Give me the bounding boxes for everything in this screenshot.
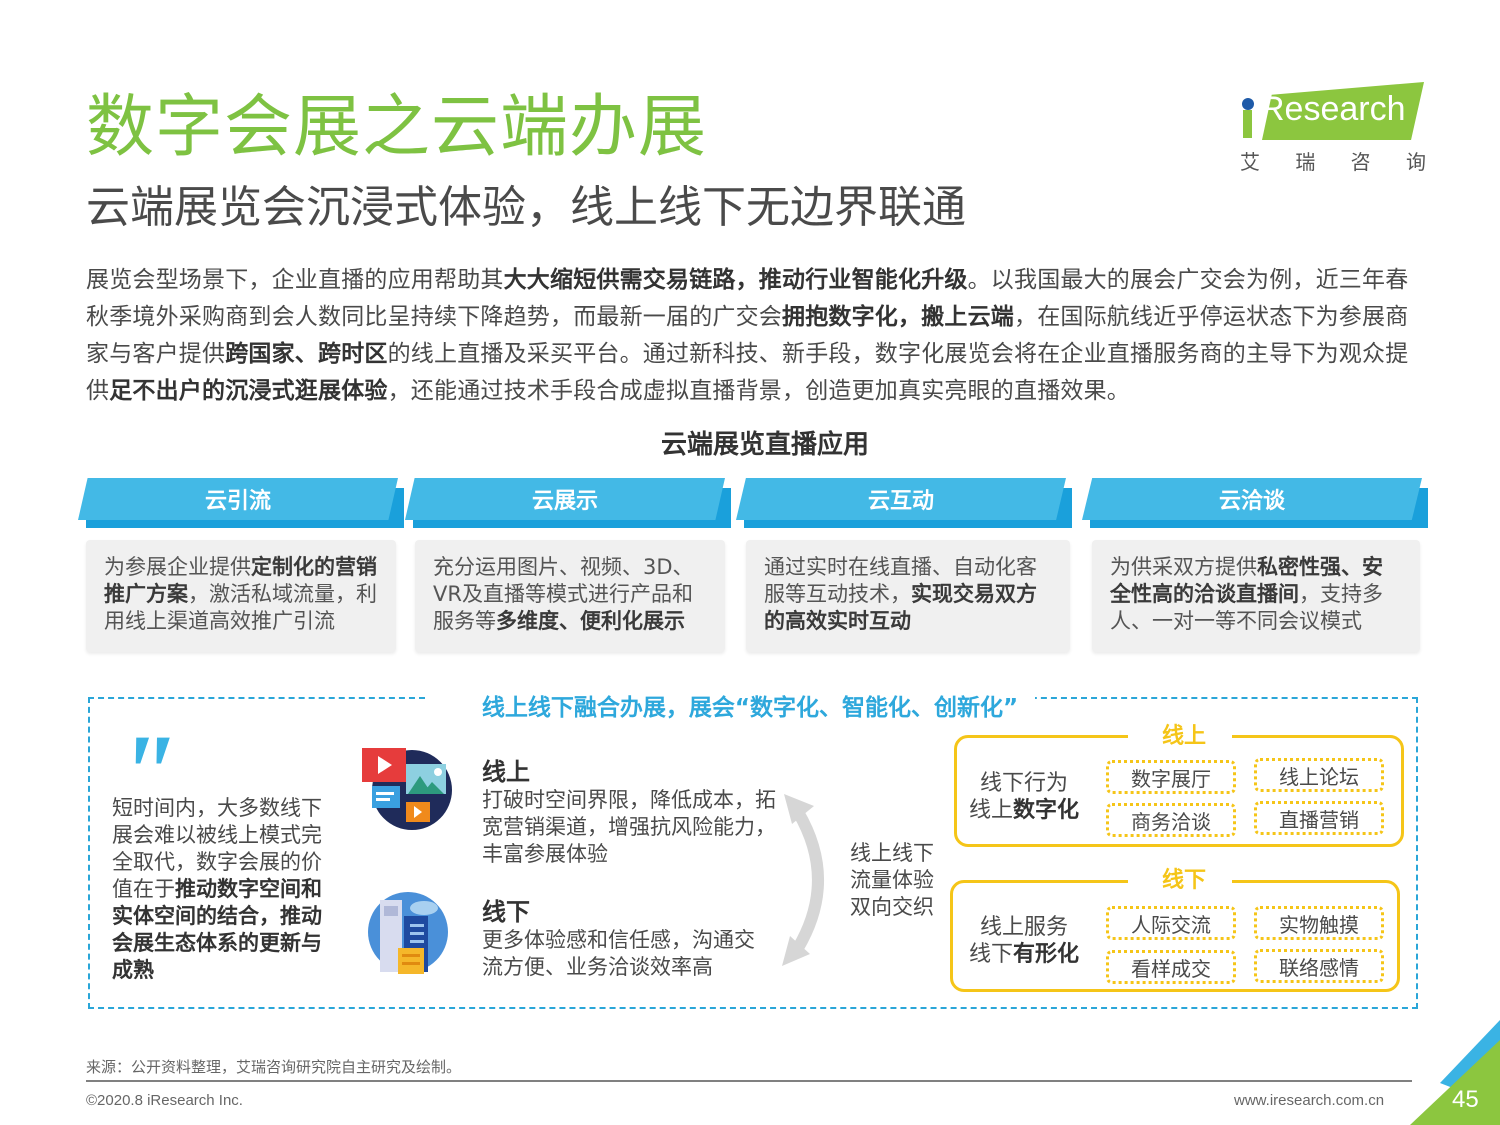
card-title: 云引流	[204, 489, 271, 514]
fusion-title: 线上线下融合办展，展会“数字化、智能化、创新化”	[481, 695, 1019, 721]
body-text: 的线上直播及采买平台。通过新科技、新手段，数字化展览会将在企业直播服务商的主导下…	[86, 341, 1409, 404]
body-text: ，还能通过技术手段合成虚拟直播背景，创造更加真实亮眼的直播效果。	[387, 378, 1131, 404]
card-banner: 云洽谈	[1082, 478, 1428, 528]
logo-brand-text: Research	[1260, 90, 1406, 128]
card-banner: 云展示	[405, 478, 731, 528]
section-title: 云端展览直播应用	[660, 430, 869, 460]
body-text: 展览会型场景下，企业直播的应用帮助其	[86, 267, 504, 293]
quote-mark-icon: "	[116, 712, 178, 834]
group-label-mask	[1128, 864, 1232, 894]
card-cloud-display: 云展示 充分运用图片、视频、3D、VR及直播等模式进行产品和服务等多维度、便利化…	[405, 478, 731, 652]
tag-relationship: 联络感情	[1254, 949, 1384, 983]
emphasis-text: 拥抱数字化，搬上云端	[782, 304, 1014, 330]
tag-digital-hall: 数字展厅	[1106, 760, 1236, 794]
page-title: 数字会展之云端办展	[86, 88, 708, 167]
page-subtitle: 云端展览会沉浸式体验，线上线下无边界联通	[86, 182, 966, 233]
group-desc-line: 线上数字化	[964, 797, 1084, 824]
arrow-label-line: 双向交织	[850, 895, 934, 919]
arrow-label-line: 线上线下	[850, 841, 934, 865]
emphasis-text: 多维度、便利化展示	[496, 609, 685, 633]
body-text: ，在国际航线近乎停运状态下为参展商家与客户提供	[86, 304, 1409, 367]
tag-sample-deal: 看样成交	[1106, 950, 1236, 984]
group-desc-plain: 线下	[968, 942, 1013, 967]
emphasis-text: 私密性强、安全性高的洽谈直播间	[1110, 555, 1383, 606]
logo-i-stem-icon	[1243, 110, 1252, 138]
card-cloud-interaction: 云互动 通过实时在线直播、自动化客服等互动技术，实现交易双方的高效实时互动	[736, 478, 1072, 652]
logo-cn-char: 询	[1405, 150, 1426, 174]
group-desc-plain: 线上	[968, 798, 1013, 823]
intro-paragraph: 展览会型场景下，企业直播的应用帮助其大大缩短供需交易链路，推动行业智能化升级。以…	[86, 262, 1431, 410]
iresearch-logo: Research 艾 瑞 咨 询	[1238, 80, 1428, 180]
online-title: 线上	[482, 758, 530, 786]
card-body: 为参展企业提供定制化的营销推广方案，激活私域流量，利用线上渠道高效推广引流	[86, 540, 396, 652]
offline-title: 线下	[482, 898, 530, 926]
emphasis-text: 足不出户的沉浸式逛展体验	[109, 378, 388, 404]
quote-text: 短时间内，大多数线下展会难以被线上模式完全取代，数字会展的价值在于推动数字空间和…	[112, 795, 327, 984]
online-group-desc: 线下行为 线上数字化	[964, 770, 1084, 824]
body-text: 为参展企业提供	[104, 555, 251, 579]
body-text: 为供采双方提供	[1110, 555, 1257, 579]
tag-physical-touch: 实物触摸	[1254, 906, 1384, 940]
body-text: 通过实时在线直播、自动化客服等互动技术，	[764, 555, 1037, 606]
emphasis-text: 推动数字空间和实体空间的结合，推动会展生态体系的更新与成熟	[112, 877, 322, 982]
card-body: 充分运用图片、视频、3D、VR及直播等模式进行产品和服务等多维度、便利化展示	[415, 540, 725, 652]
logo-cn-char: 瑞	[1295, 150, 1316, 174]
card-title: 云展示	[531, 489, 598, 514]
source-note: 来源：公开资料整理，艾瑞咨询研究院自主研究及绘制。	[86, 1058, 462, 1076]
arrow-label-line: 流量体验	[850, 868, 934, 892]
media-content-icon	[362, 748, 452, 830]
tag-live-marketing: 直播营销	[1254, 801, 1384, 835]
body-text: 。以我国最大的展会广交会为例，近三年春秋季境外采购商到会人数同比呈持续下降趋势，…	[86, 267, 1409, 330]
card-title: 云洽谈	[1218, 489, 1285, 514]
logo-cn-char: 艾	[1240, 150, 1260, 174]
body-text: 充分运用图片、视频、3D、VR及直播等模式进行产品和服务等	[433, 555, 694, 633]
arrow-label: 线上线下 流量体验 双向交织	[850, 840, 934, 921]
fusion-title-mask	[425, 688, 1035, 714]
offline-group-label: 线下	[1162, 868, 1207, 893]
page-number: 45	[1452, 1086, 1479, 1113]
card-body: 为供采双方提供私密性强、安全性高的洽谈直播间，支持多人、一对一等不同会议模式	[1092, 540, 1420, 652]
group-desc-line: 线下行为	[979, 771, 1068, 796]
offline-group-desc: 线上服务 线下有形化	[964, 914, 1084, 968]
group-desc-bold: 有形化	[1013, 942, 1080, 967]
footer-divider	[86, 1080, 1412, 1082]
tag-business-talk: 商务洽谈	[1106, 803, 1236, 837]
city-buildings-icon	[368, 892, 448, 974]
logo-cn-char: 咨	[1350, 150, 1371, 174]
tag-online-forum: 线上论坛	[1254, 758, 1384, 792]
emphasis-text: 定制化的营销推广方案	[104, 555, 377, 606]
emphasis-text: 大大缩短供需交易链路，推动行业智能化升级	[503, 267, 968, 293]
website-link[interactable]: www.iresearch.com.cn	[1234, 1092, 1385, 1109]
logo-cn-text: 艾 瑞 咨 询	[1240, 146, 1426, 175]
logo-i-dot-icon	[1242, 98, 1254, 110]
group-desc-line: 线上服务	[979, 915, 1068, 940]
card-title: 云互动	[867, 489, 934, 514]
group-label-mask	[1128, 720, 1232, 750]
group-desc-bold: 数字化	[1013, 798, 1080, 823]
emphasis-text: 实现交易双方的高效实时互动	[764, 582, 1037, 633]
card-cloud-negotiation: 云洽谈 为供采双方提供私密性强、安全性高的洽谈直播间，支持多人、一对一等不同会议…	[1082, 478, 1428, 652]
card-banner: 云互动	[736, 478, 1072, 528]
online-text: 打破时空间界限，降低成本，拓宽营销渠道，增强抗风险能力，丰富参展体验	[482, 788, 776, 866]
body-text: ，激活私域流量，利用线上渠道高效推广引流	[104, 582, 377, 633]
card-banner: 云引流	[78, 478, 404, 528]
offline-text: 更多体验感和信任感，沟通交流方便、业务洽谈效率高	[482, 928, 755, 979]
card-cloud-traffic: 云引流 为参展企业提供定制化的营销推广方案，激活私域流量，利用线上渠道高效推广引…	[78, 478, 404, 652]
copyright: ©2020.8 iResearch Inc.	[86, 1092, 243, 1109]
body-text: 短时间内，大多数线下展会难以被线上模式完全取代，数字会展的价值在于	[112, 796, 322, 901]
group-desc-line: 线下有形化	[964, 941, 1084, 968]
body-text: ，支持多人、一对一等不同会议模式	[1110, 582, 1383, 633]
card-body: 通过实时在线直播、自动化客服等互动技术，实现交易双方的高效实时互动	[746, 540, 1070, 652]
online-group-label: 线上	[1162, 724, 1207, 749]
emphasis-text: 跨国家、跨时区	[225, 341, 388, 367]
online-section: 线上 打破时空间界限，降低成本，拓宽营销渠道，增强抗风险能力，丰富参展体验	[482, 752, 782, 868]
offline-section: 线下 更多体验感和信任感，沟通交流方便、业务洽谈效率高	[482, 892, 772, 981]
tag-interpersonal: 人际交流	[1106, 906, 1236, 940]
bidirectional-arrow-icon	[782, 794, 824, 966]
